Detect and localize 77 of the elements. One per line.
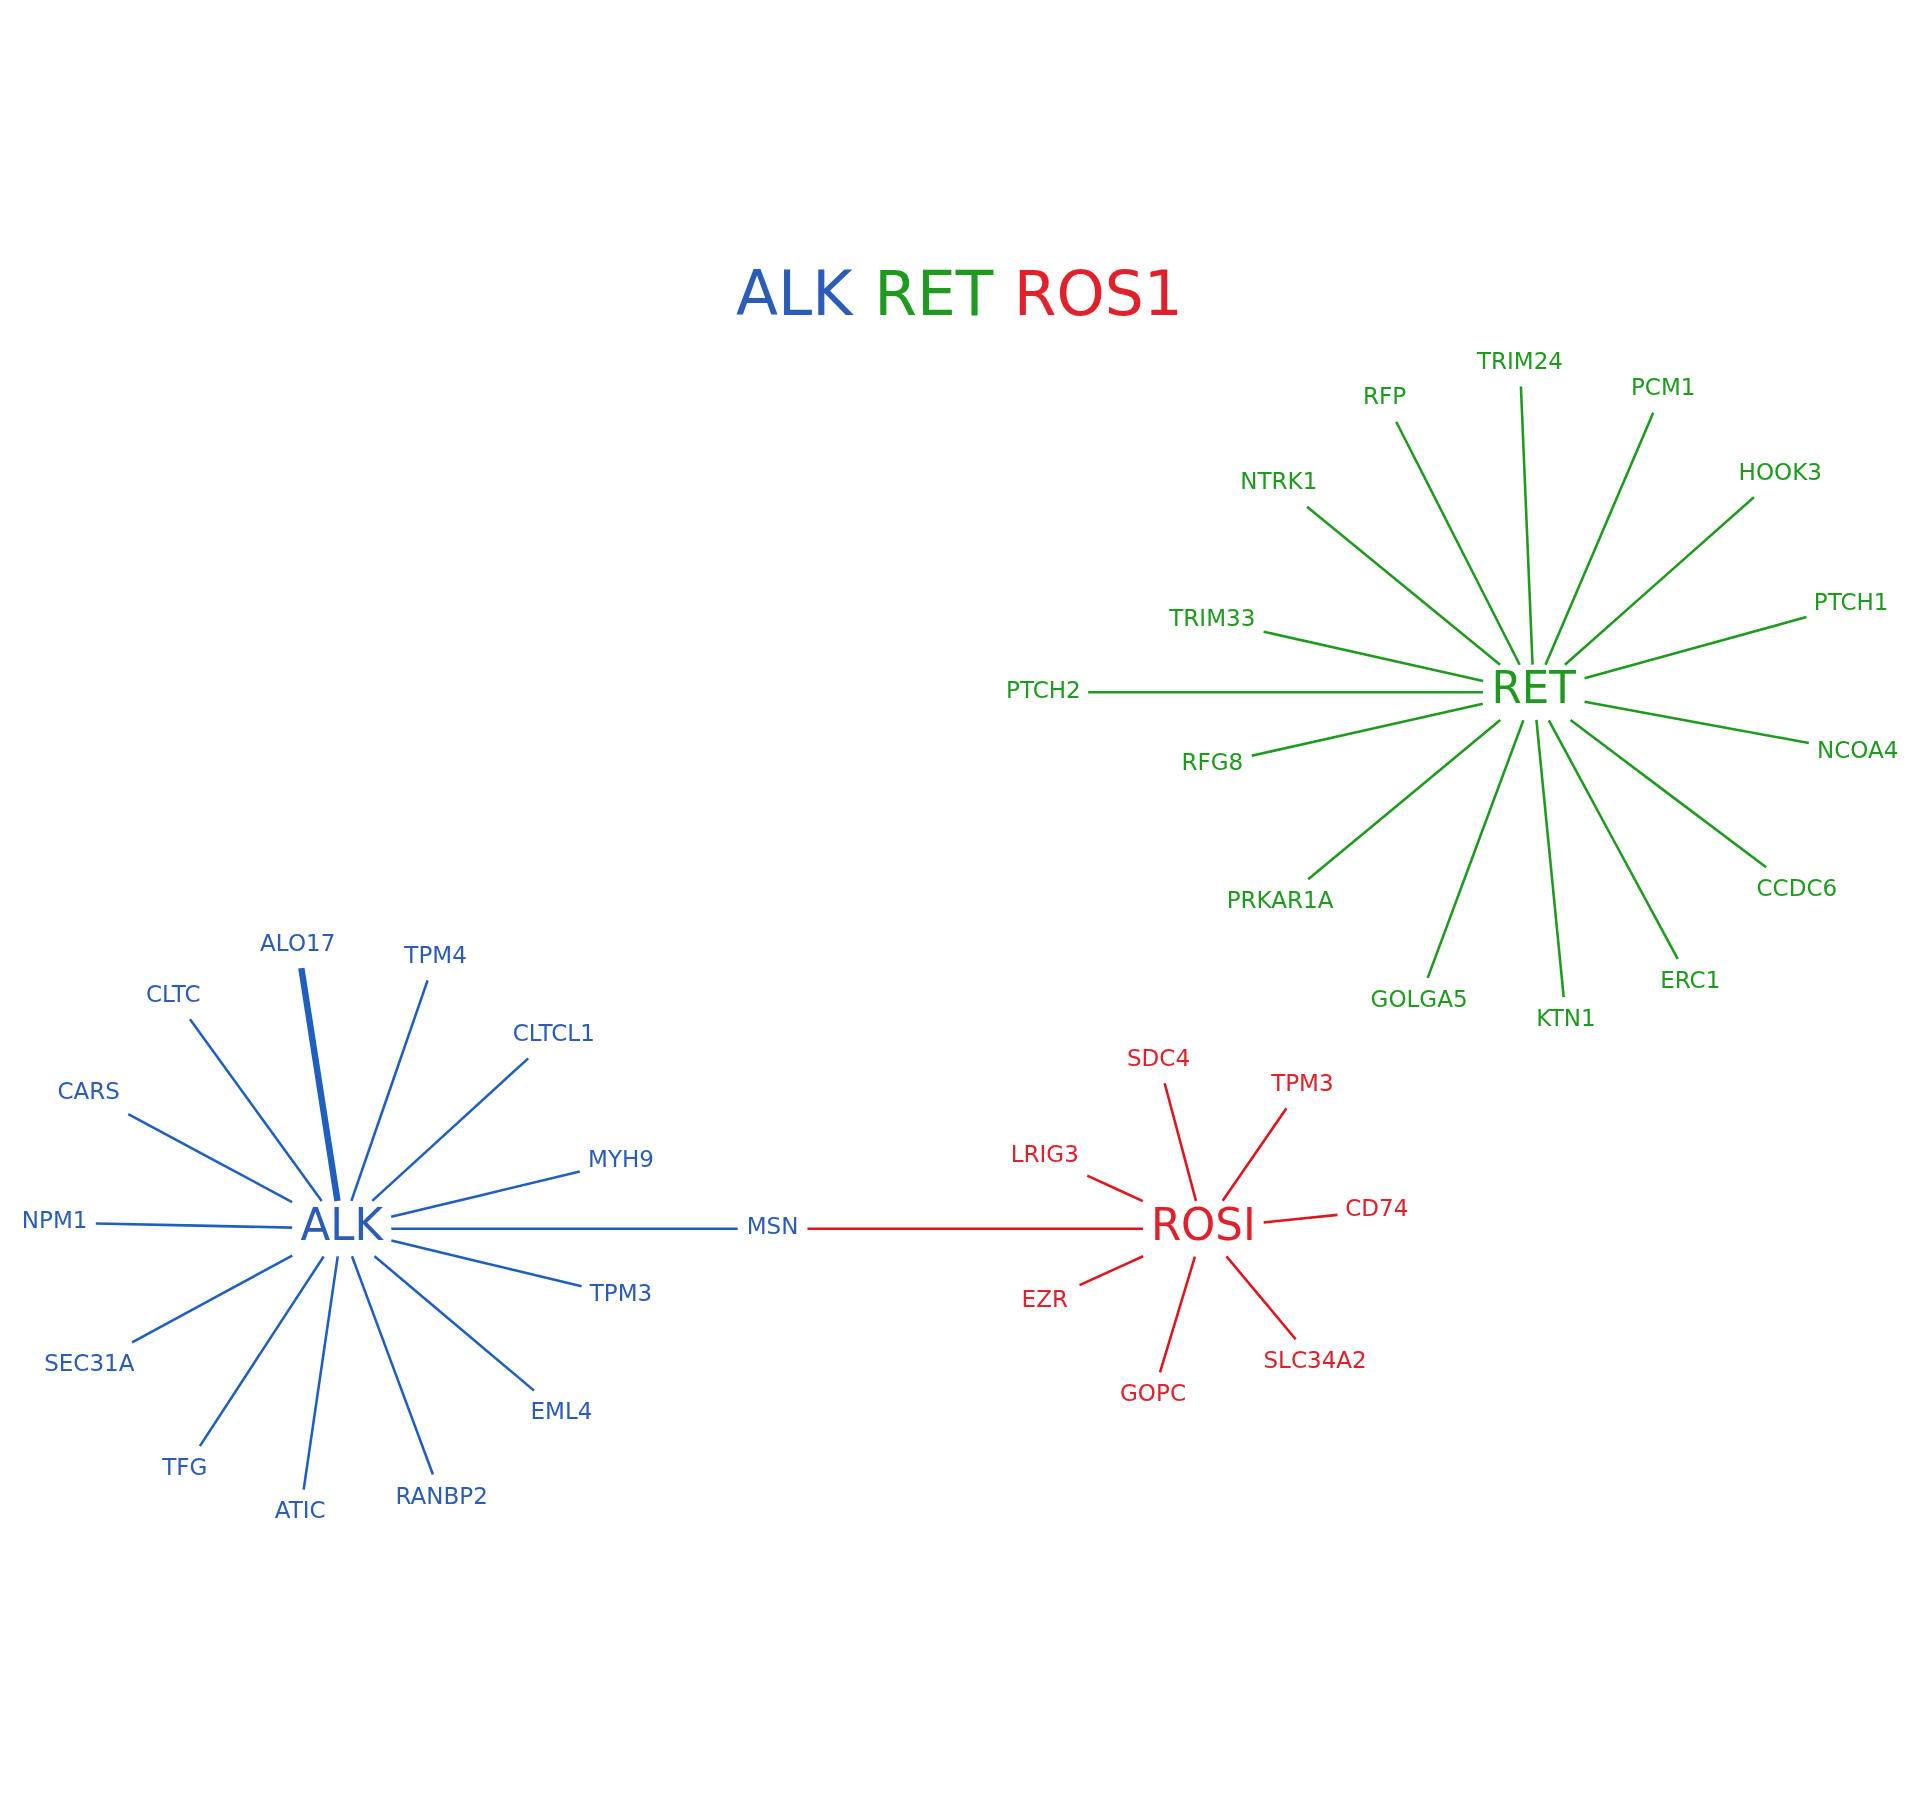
connector xyxy=(373,1254,535,1392)
connector xyxy=(1584,615,1807,679)
node-text: RET xyxy=(1491,662,1576,713)
node-text: HOOK3 xyxy=(1738,458,1822,485)
node-text: TRIM33 xyxy=(1169,604,1256,631)
connector xyxy=(1395,420,1521,665)
node-text: KTN1 xyxy=(1536,1004,1596,1031)
connector xyxy=(1086,1174,1144,1202)
connector xyxy=(1163,1082,1198,1201)
node-text: RFP xyxy=(1362,382,1407,409)
connector xyxy=(1584,699,1810,744)
node-text: ALK xyxy=(300,1199,384,1250)
connector xyxy=(1088,690,1483,694)
node-text: TRIM24 xyxy=(1476,347,1563,374)
connector xyxy=(1225,1255,1297,1340)
connector xyxy=(1263,1213,1338,1224)
node-text: ALO17 xyxy=(260,929,336,956)
connector xyxy=(390,1169,581,1218)
node-text: GOLGA5 xyxy=(1370,985,1468,1012)
connector xyxy=(1564,495,1755,666)
connector xyxy=(1221,1107,1288,1201)
connector xyxy=(298,967,341,1201)
node-text: NCOA4 xyxy=(1816,736,1899,763)
node-text: ERC1 xyxy=(1660,966,1721,993)
node-text: RANBP2 xyxy=(395,1482,488,1509)
connector xyxy=(807,1226,1144,1230)
diagram-title: ALK RET ROS1 xyxy=(735,257,1183,329)
node-text: CD74 xyxy=(1345,1194,1409,1221)
node-text: EZR xyxy=(1021,1285,1068,1312)
connector xyxy=(127,1112,293,1203)
connector xyxy=(371,1056,530,1202)
node-text: TPM3 xyxy=(589,1279,653,1306)
node-text: CARS xyxy=(57,1077,120,1104)
node-text: CCDC6 xyxy=(1756,874,1838,901)
connector xyxy=(350,1255,435,1475)
node-text: TPM4 xyxy=(404,941,467,968)
node-text: SDC4 xyxy=(1127,1044,1191,1071)
connector xyxy=(1079,1254,1144,1286)
connector xyxy=(198,1255,325,1447)
connector xyxy=(350,979,429,1201)
node-text: PTCH1 xyxy=(1813,588,1889,615)
node-text: MSN xyxy=(746,1212,799,1239)
connector xyxy=(302,1255,339,1490)
node-text: CLTCL1 xyxy=(512,1019,595,1046)
connector xyxy=(1306,505,1501,666)
node-text: SEC31A xyxy=(44,1349,135,1376)
connector xyxy=(188,1018,323,1202)
node-text: TPM3 xyxy=(1271,1069,1334,1096)
connector xyxy=(1547,719,1679,960)
connector xyxy=(1307,718,1502,880)
connector xyxy=(1426,719,1525,978)
node-text: PRKAR1A xyxy=(1226,886,1334,913)
node-text: TFG xyxy=(162,1453,208,1480)
connector xyxy=(391,1226,738,1230)
node-text: ATIC xyxy=(274,1496,326,1523)
connector xyxy=(131,1253,293,1343)
node-text: NPM1 xyxy=(21,1206,88,1233)
node-text: LRIG3 xyxy=(1010,1140,1079,1167)
node-text: PCM1 xyxy=(1630,373,1696,400)
connector xyxy=(1251,702,1484,757)
connector xyxy=(391,1238,582,1287)
connector xyxy=(1569,718,1767,868)
node-text: SLC34A2 xyxy=(1263,1346,1367,1373)
node-text: PTCH2 xyxy=(1006,676,1081,703)
node-text: NTRK1 xyxy=(1240,467,1318,494)
connector xyxy=(95,1221,293,1229)
connector xyxy=(1519,385,1534,665)
node-text: RFG8 xyxy=(1181,748,1244,775)
connector xyxy=(1544,411,1655,665)
node-text: GOPC xyxy=(1120,1379,1186,1406)
node-text: ROSI xyxy=(1150,1199,1256,1250)
connector xyxy=(1158,1255,1197,1373)
node-text: MYH9 xyxy=(588,1145,654,1172)
connector xyxy=(1535,719,1565,997)
connector xyxy=(1263,629,1484,682)
node-text: EML4 xyxy=(530,1397,593,1424)
node-text: CLTC xyxy=(145,980,201,1007)
